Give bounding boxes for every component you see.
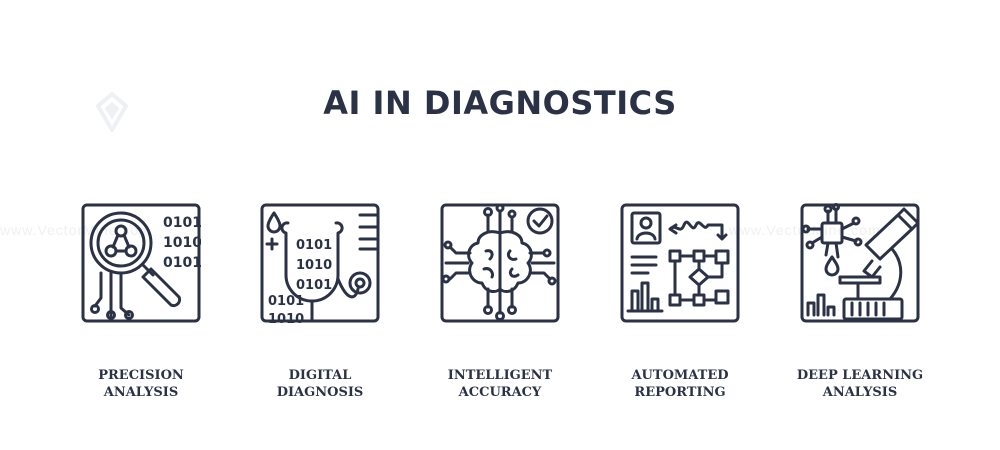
automated-reporting-item — [620, 203, 740, 323]
binary-text: 0101 — [296, 278, 332, 293]
page-title: AI IN DIAGNOSTICS — [323, 84, 677, 122]
binary-text: 1010 — [296, 258, 332, 273]
binary-text: 0101 — [268, 294, 304, 309]
label-line: REPORTING — [634, 385, 726, 400]
label-line: PRECISION — [98, 368, 184, 383]
magnifier-network-binary-icon: 0101 1010 0101 — [81, 203, 201, 323]
binary-text: 0101 — [163, 215, 201, 231]
label-deep-learning-analysis: DEEP LEARNING ANALYSIS — [770, 367, 950, 401]
label-line: DIAGNOSIS — [276, 385, 364, 400]
label-digital-diagnosis: DIGITAL DIAGNOSIS — [230, 367, 410, 401]
label-line: DIGITAL — [288, 368, 352, 383]
binary-text: 0101 — [296, 238, 332, 253]
intelligent-accuracy-item — [440, 203, 560, 323]
watermark-logo-icon — [96, 92, 128, 132]
stethoscope-binary-icon: 0101 1010 0101 0101 1010 — [260, 203, 380, 323]
label-line: ACCURACY — [458, 385, 542, 400]
microscope-chip-icon — [800, 203, 920, 323]
precision-analysis-item: 0101 1010 0101 — [81, 203, 201, 323]
label-line: INTELLIGENT — [447, 368, 553, 383]
binary-text: 1010 — [268, 312, 304, 323]
brain-circuit-check-icon — [440, 203, 560, 323]
label-line: AUTOMATED — [631, 368, 729, 383]
label-precision-analysis: PRECISION ANALYSIS — [51, 367, 231, 401]
binary-text: 1010 — [163, 235, 201, 251]
report-flowchart-icon — [620, 203, 740, 323]
label-automated-reporting: AUTOMATED REPORTING — [590, 367, 770, 401]
label-intelligent-accuracy: INTELLIGENT ACCURACY — [410, 367, 590, 401]
label-line: ANALYSIS — [822, 385, 898, 400]
digital-diagnosis-item: 0101 1010 0101 0101 1010 — [260, 203, 380, 323]
label-line: ANALYSIS — [103, 385, 179, 400]
label-line: DEEP LEARNING — [796, 368, 924, 383]
deep-learning-analysis-item — [800, 203, 920, 323]
binary-text: 0101 — [163, 255, 201, 271]
